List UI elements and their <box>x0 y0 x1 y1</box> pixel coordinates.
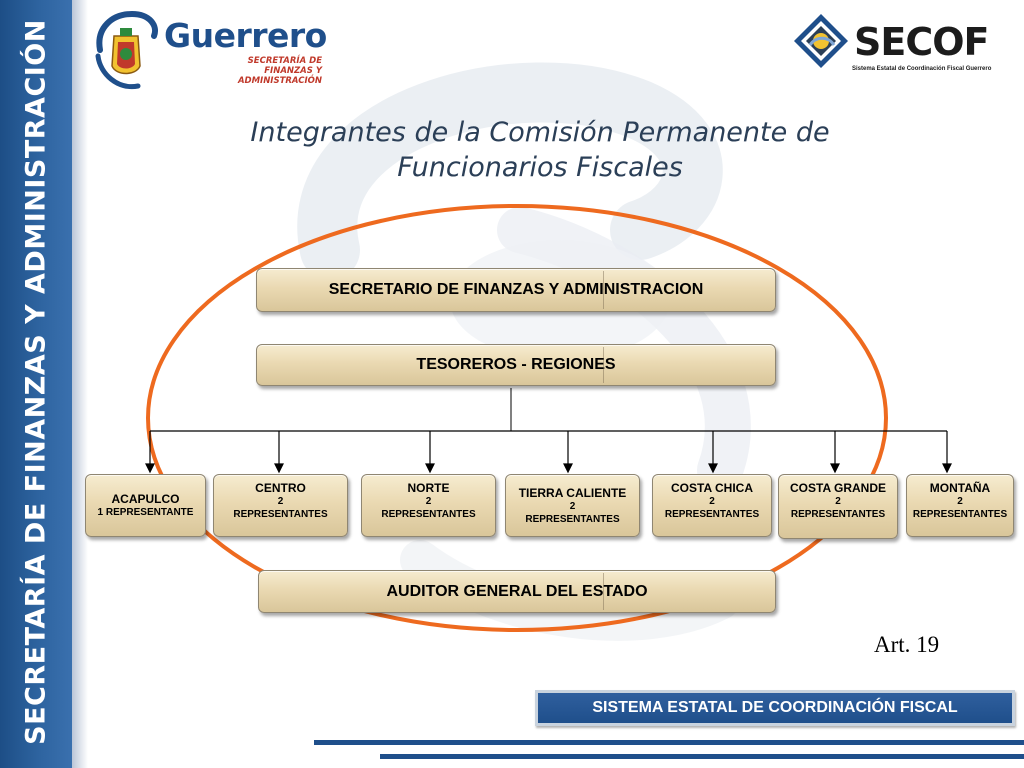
region-name: NORTE <box>407 481 450 495</box>
side-band-text: SECRETARÍA DE FINANZAS Y ADMINISTRACIÓN <box>20 19 52 745</box>
region-name: COSTA GRANDE <box>790 481 886 495</box>
node-region-acapulco: ACAPULCO 1 REPRESENTANTE <box>85 474 206 537</box>
region-count: 2 <box>835 496 841 507</box>
region-count: 2 <box>957 496 963 507</box>
region-representatives: REPRESENTANTES <box>790 509 886 520</box>
guerrero-logo-subtitle-line: SECRETARÍA DE <box>247 56 322 66</box>
node-auditor-label: AUDITOR GENERAL DEL ESTADO <box>386 582 648 600</box>
page-title: Integrantes de la Comisión Permanente de… <box>160 115 920 185</box>
footer-bar <box>314 740 1024 745</box>
region-name: COSTA CHICA <box>671 481 753 495</box>
node-auditor: AUDITOR GENERAL DEL ESTADO <box>258 570 776 613</box>
guerrero-logo: Guerrero SECRETARÍA DE FINANZAS Y ADMINI… <box>92 10 327 94</box>
node-tesoreros: TESOREROS - REGIONES <box>256 344 776 386</box>
secof-diamond-icon <box>794 14 848 68</box>
node-region-costa-chica: COSTA CHICA 2 REPRESENTANTES <box>652 474 772 537</box>
region-name: CENTRO <box>255 481 306 495</box>
node-tesoreros-label: TESOREROS - REGIONES <box>416 356 616 373</box>
box-seam <box>603 573 604 610</box>
region-representatives: 1 REPRESENTANTE <box>97 507 194 518</box>
secof-logo-title: SECOF <box>854 20 989 64</box>
node-region-tierra-caliente: TIERRA CALIENTE 2 REPRESENTANTES <box>505 474 640 537</box>
region-representatives: REPRESENTANTES <box>381 509 476 520</box>
region-representatives: REPRESENTANTES <box>525 513 620 525</box>
node-region-costa-grande: COSTA GRANDE 2 REPRESENTANTES <box>778 474 898 539</box>
node-secretario-label: SECRETARIO DE FINANZAS Y ADMINISTRACION <box>328 281 704 298</box>
region-count: 2 <box>569 500 576 512</box>
node-region-montana: MONTAÑA 2 REPRESENTANTES <box>906 474 1014 537</box>
region-count: 2 <box>277 496 284 507</box>
page-title-line: Funcionarios Fiscales <box>397 152 683 183</box>
page-title-line: Integrantes de la Comisión Permanente de <box>250 117 830 148</box>
region-representatives: REPRESENTANTES <box>912 509 1008 520</box>
node-region-norte: NORTE 2 REPRESENTANTES <box>361 474 496 537</box>
side-band <box>0 0 72 768</box>
node-secretario: SECRETARIO DE FINANZAS Y ADMINISTRACION <box>256 268 776 312</box>
region-name: MONTAÑA <box>929 481 991 495</box>
guerrero-logo-title: Guerrero <box>164 16 327 55</box>
footer-banner: SISTEMA ESTATAL DE COORDINACIÓN FISCAL <box>535 690 1015 726</box>
region-count: 2 <box>709 496 715 507</box>
guerrero-logo-subtitle-line: ADMINISTRACIÓN <box>237 76 322 86</box>
secof-logo: SECOF Sistema Estatal de Coordinación Fi… <box>792 10 1000 74</box>
box-seam <box>603 271 604 309</box>
footer-banner-text: SISTEMA ESTATAL DE COORDINACIÓN FISCAL <box>592 699 958 716</box>
guerrero-logo-subtitle-line: FINANZAS Y <box>264 66 322 76</box>
region-count: 2 <box>425 496 432 507</box>
connector-arrows <box>145 431 952 474</box>
region-name: ACAPULCO <box>111 492 180 506</box>
node-region-centro: CENTRO 2 REPRESENTANTES <box>213 474 348 537</box>
region-representatives: REPRESENTANTES <box>664 509 760 520</box>
region-name: TIERRA CALIENTE <box>518 485 627 500</box>
article-reference: Art. 19 <box>874 632 940 657</box>
side-band-shadow <box>72 0 88 768</box>
secof-logo-tagline: Sistema Estatal de Coordinación Fiscal G… <box>852 66 992 72</box>
box-seam <box>603 347 604 383</box>
guerrero-logo-subtitle: SECRETARÍA DE FINANZAS Y ADMINISTRACIÓN <box>204 56 322 86</box>
region-representatives: REPRESENTANTES <box>233 509 328 520</box>
guerrero-crest-icon <box>95 10 158 90</box>
footer-bar <box>380 754 1024 759</box>
